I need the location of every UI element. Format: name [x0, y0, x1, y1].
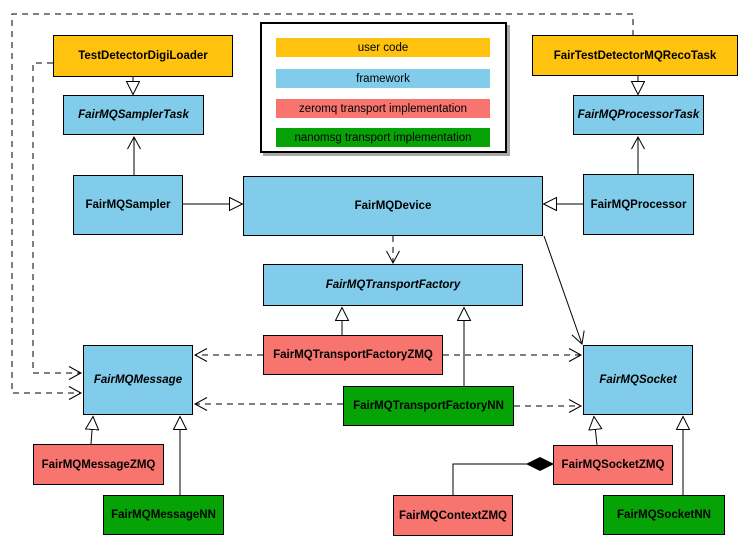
node-fairmqsamplertask: FairMQSamplerTask: [63, 95, 204, 135]
node-fairmqcontextzmq: FairMQContextZMQ: [393, 495, 513, 536]
node-fairmqprocessor: FairMQProcessor: [583, 174, 694, 235]
node-fairmqprocessortask: FairMQProcessorTask: [573, 95, 704, 135]
node-fairmqsocketnn: FairMQSocketNN: [603, 495, 725, 535]
legend-item-user-code: user code: [276, 38, 490, 57]
node-fairmqmessagenn: FairMQMessageNN: [103, 495, 224, 535]
node-fairmqtransportfactoryzmq: FairMQTransportFactoryZMQ: [263, 335, 443, 375]
node-fairmqmessage: FairMQMessage: [83, 345, 193, 415]
edge-socketzmq-socket: [594, 417, 597, 446]
edge-messagezmq-message: [91, 417, 93, 445]
legend: user code framework zeromq transport imp…: [260, 22, 507, 153]
node-fairmqtransportfactorynn: FairMQTransportFactoryNN: [343, 386, 514, 426]
node-fairtestdetectormqrecotask: FairTestDetectorMQRecoTask: [532, 35, 738, 76]
node-fairmqsocket: FairMQSocket: [583, 345, 693, 415]
node-testdetectordigiloader: TestDetectorDigiLoader: [53, 35, 233, 77]
edge-device-socket: [543, 235, 585, 345]
legend-item-nanomsg: nanomsg transport implementation: [276, 128, 490, 147]
node-fairmqtransportfactory: FairMQTransportFactory: [263, 264, 523, 306]
legend-item-zeromq: zeromq transport implementation: [276, 99, 490, 118]
node-fairmqsocketzmq: FairMQSocketZMQ: [553, 445, 673, 485]
node-fairmqmessagezmq: FairMQMessageZMQ: [33, 444, 164, 485]
composition-diamond-icon: [525, 456, 555, 472]
node-fairmqsampler: FairMQSampler: [73, 175, 183, 235]
legend-item-framework: framework: [276, 69, 490, 88]
edge-contextzmq-socketzmq: [452, 463, 527, 495]
node-fairmqdevice: FairMQDevice: [243, 176, 543, 236]
